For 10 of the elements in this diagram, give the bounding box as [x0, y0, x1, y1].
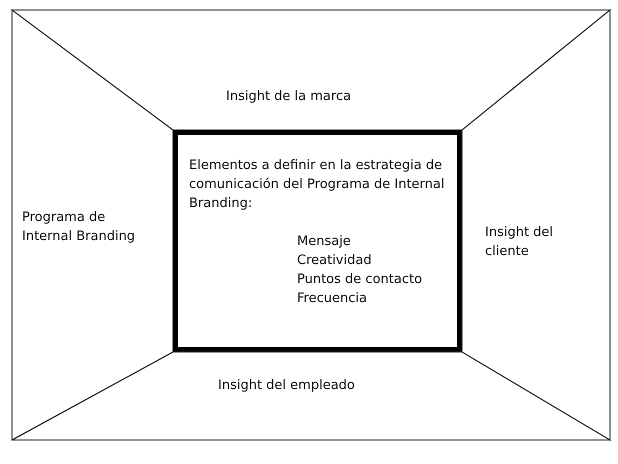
panel-label: Insight del cliente	[485, 224, 554, 261]
list-item: Mensaje	[297, 233, 351, 251]
list-item: Puntos de contacto	[297, 271, 422, 289]
panel-label: Insight de la marca	[226, 88, 352, 106]
panel-label: Insight del empleado	[218, 377, 356, 395]
list-item: Creatividad	[297, 252, 372, 270]
center-box	[173, 130, 462, 352]
heading-text: Elementos a definir en la estrategia de comunicación del Programa de Internal Branding:	[189, 157, 446, 213]
list-item: Frecuencia	[297, 290, 367, 308]
panel-label: Programa de Internal Branding	[22, 209, 136, 246]
